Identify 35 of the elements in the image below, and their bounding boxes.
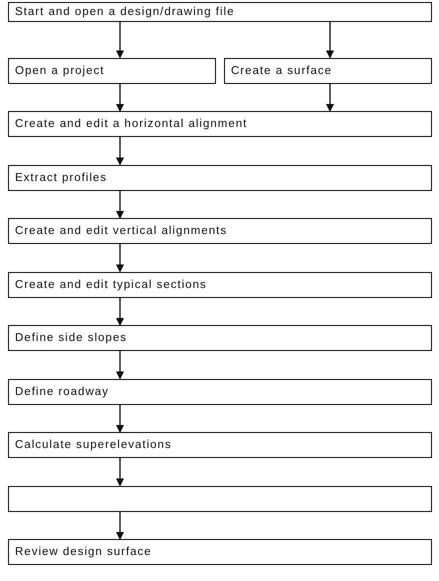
arrow: [116, 298, 124, 326]
step-label: Create and edit typical sections: [15, 278, 207, 290]
arrow: [116, 351, 124, 380]
step-label: Create and edit a horizontal alignment: [15, 118, 248, 130]
step-label: Open a project: [15, 64, 104, 76]
process-box: [8, 2, 432, 22]
process-box: [8, 325, 432, 351]
process-box: [224, 58, 432, 84]
arrow: [116, 244, 124, 272]
arrow: [116, 22, 124, 58]
step-label: Define side slopes: [15, 332, 127, 344]
process-box: [8, 432, 432, 458]
process-box: [8, 378, 432, 404]
arrow: [116, 190, 124, 219]
step-label: Review design surface: [15, 546, 152, 558]
step-label: Create and edit vertical alignments: [15, 225, 228, 237]
step-label: Define roadway: [15, 386, 109, 398]
arrow: [326, 84, 334, 112]
arrow: [326, 22, 334, 58]
process-box: [8, 58, 216, 84]
step-label: Calculate superelevations: [15, 439, 172, 451]
step-label: Start and open a design/drawing file: [15, 6, 234, 18]
empty-process-box: [8, 486, 432, 512]
process-box: [8, 111, 432, 137]
arrow: [116, 458, 124, 486]
step-label: Extract profiles: [15, 172, 108, 184]
process-box: [8, 218, 432, 244]
step-label: Create a surface: [231, 64, 332, 76]
arrow: [116, 137, 124, 166]
process-box: [8, 539, 432, 565]
process-box: [8, 272, 432, 298]
arrow: [116, 404, 124, 433]
arrow: [116, 84, 124, 112]
arrow: [116, 512, 124, 540]
process-box: [8, 164, 432, 190]
